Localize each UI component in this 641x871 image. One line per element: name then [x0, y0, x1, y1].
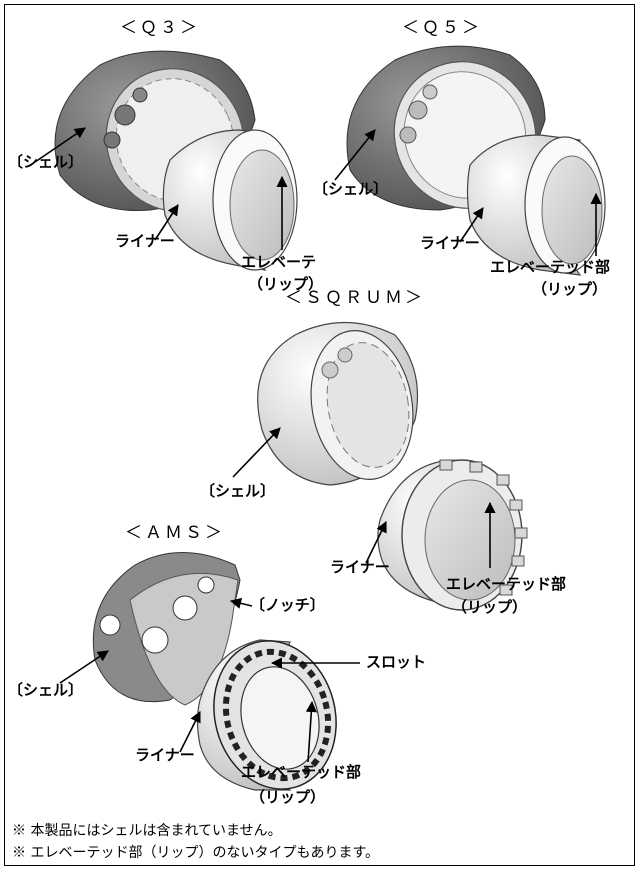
ams-lip-label: （リップ） [250, 790, 325, 805]
ams-liner-label: ライナー [135, 748, 195, 763]
q5-shell-label: 〔シェル〕 [313, 182, 388, 197]
note-no-lip-type: ※ エレベーテッド部（リップ）のないタイプもあります。 [12, 842, 379, 862]
q5-title: ＜Ｑ５＞ [402, 20, 482, 37]
q5-liner [468, 135, 606, 275]
ams-elevated-label: エレベーテッド部 [241, 765, 361, 780]
ams-notch-label: 〔ノッチ〕 [250, 598, 325, 613]
q3-shell-label: 〔シェル〕 [8, 155, 83, 170]
q3-title: ＜Ｑ３＞ [120, 20, 200, 37]
sqrum-liner-label: ライナー [330, 560, 390, 575]
q3-elevated-label: エレベーテ [241, 255, 316, 270]
ams-shell-label: 〔シェル〕 [8, 683, 83, 698]
sqrum-shell-label: 〔シェル〕 [200, 484, 275, 499]
ams-title: ＜ＡＭＳ＞ [125, 525, 225, 542]
q5-liner-label: ライナー [420, 236, 480, 251]
q3-liner [163, 130, 297, 270]
q3-liner-label: ライナー [115, 234, 175, 249]
note-shell-not-included: ※ 本製品にはシェルは含まれていません。 [12, 820, 282, 840]
sqrum-shell [258, 322, 425, 487]
sqrum-lip-label: （リップ） [452, 600, 527, 615]
sqrum-elevated-label: エレベーテッド部 [446, 577, 566, 592]
q5-lip-label: （リップ） [532, 282, 607, 297]
q3-lip-label: （リップ） [248, 277, 323, 292]
q5-elevated-label: エレベーテッド部 [490, 260, 610, 275]
ams-slot-label: スロット [366, 655, 426, 670]
